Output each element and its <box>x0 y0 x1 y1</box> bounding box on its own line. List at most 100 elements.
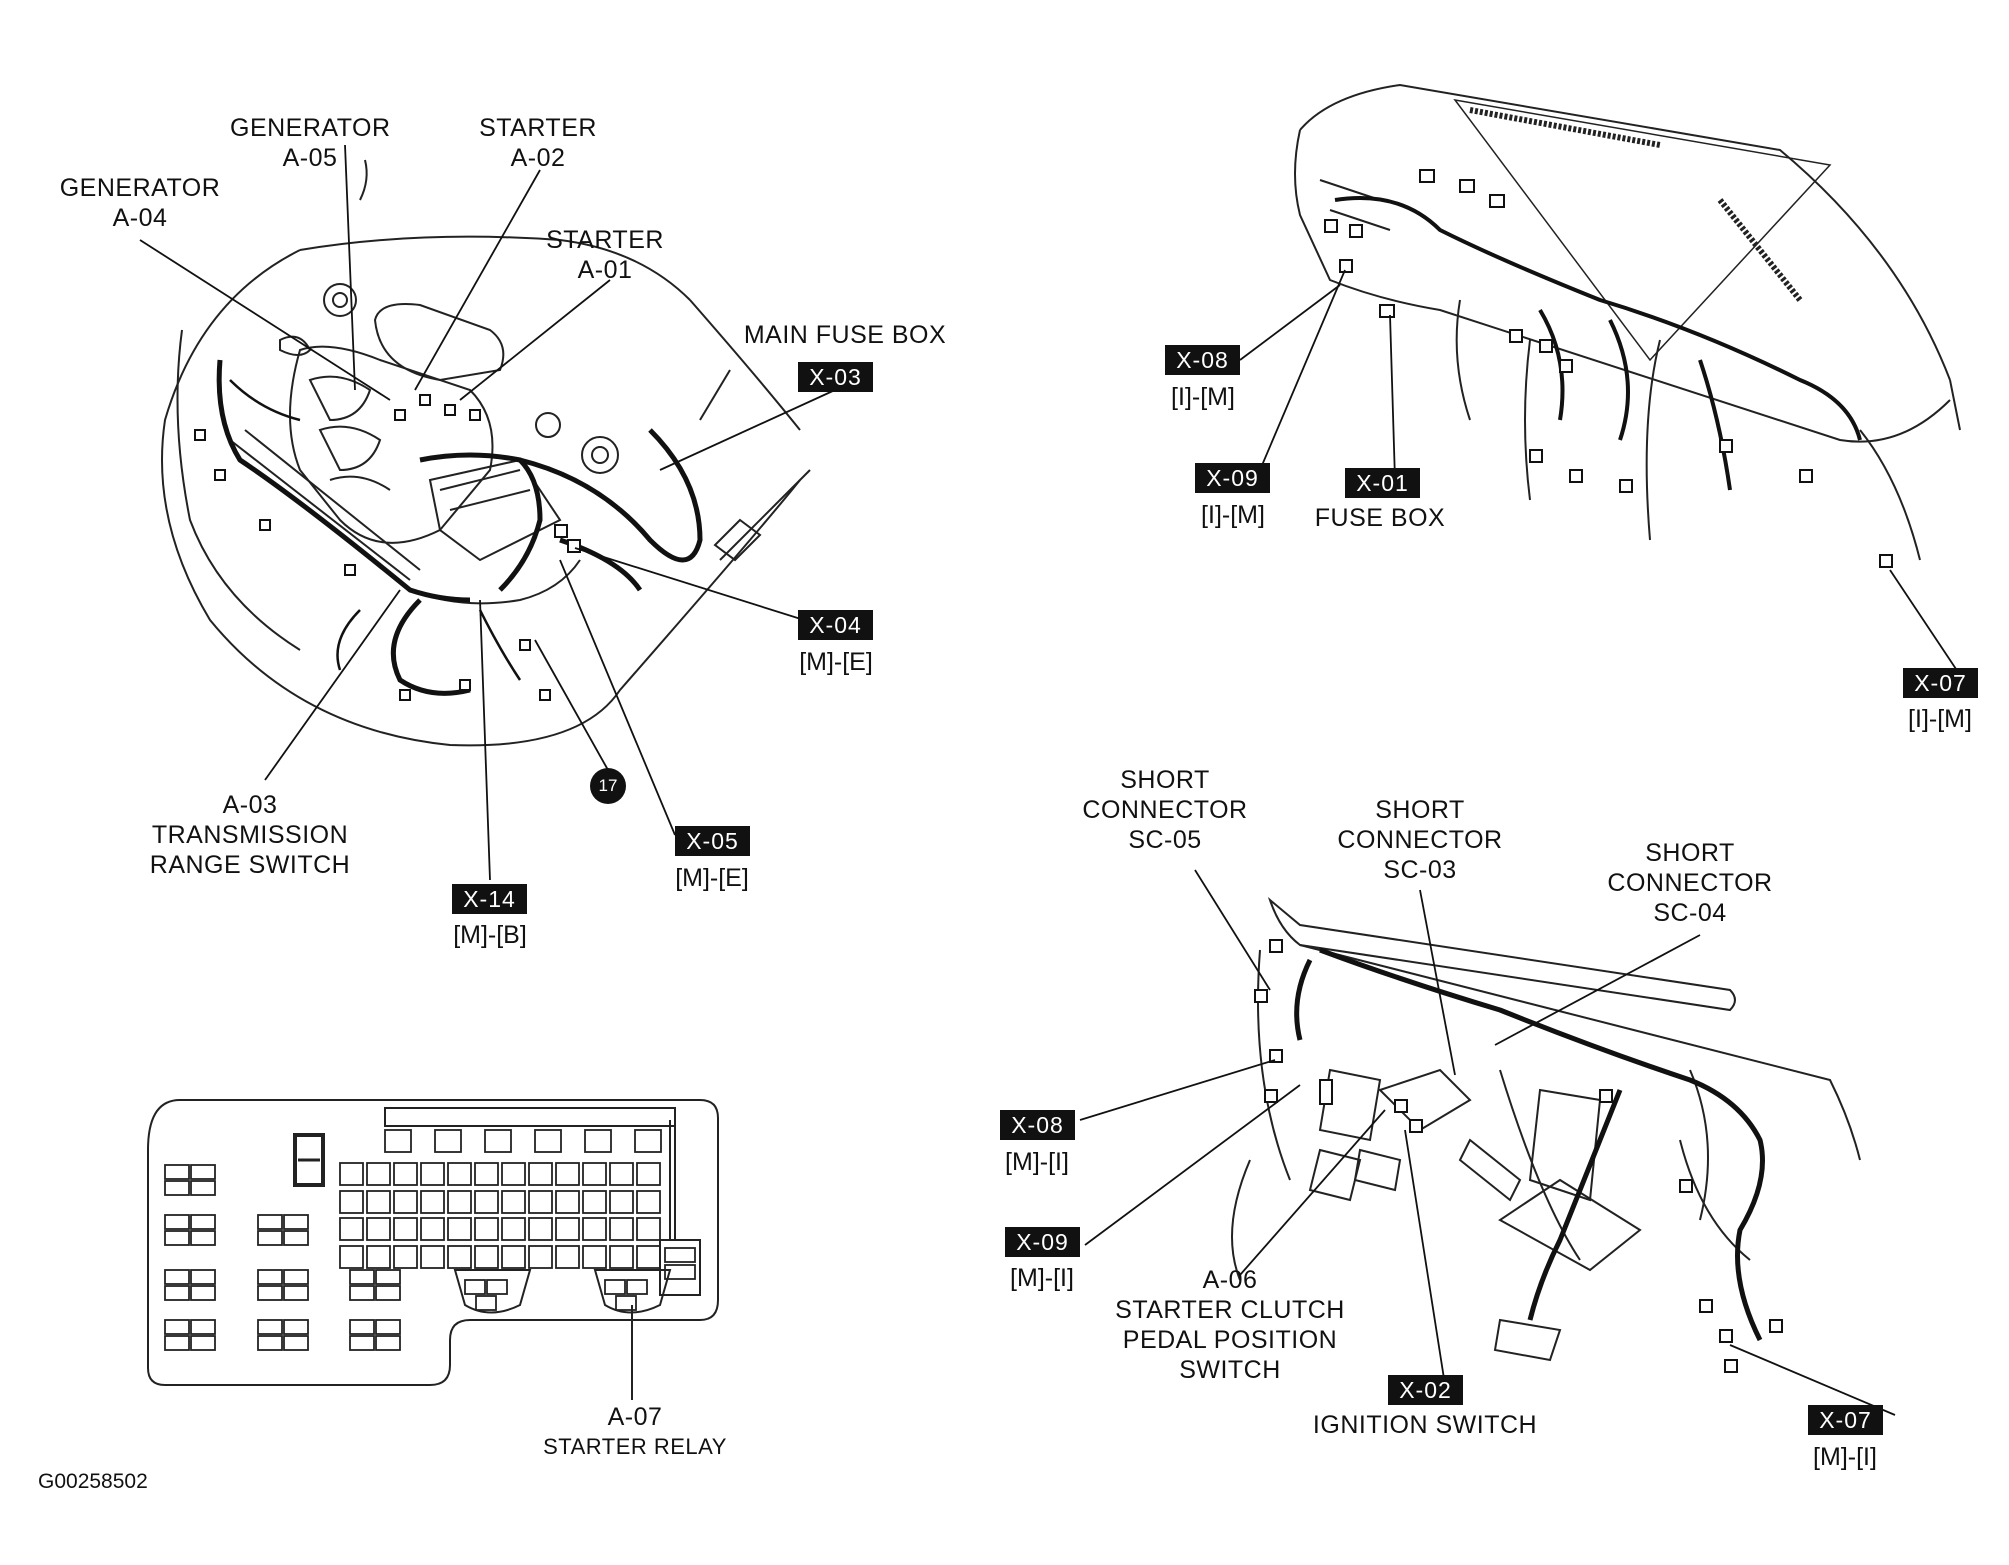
short-sc03-line2: CONNECTOR <box>1337 826 1503 854</box>
a03-line2: RANGE SWITCH <box>149 851 351 879</box>
x02-code: X-02 <box>1388 1375 1463 1405</box>
fuse-cell <box>447 1190 472 1214</box>
fuse-cell <box>190 1164 216 1180</box>
short-sc05-line1: SHORT <box>1120 766 1210 794</box>
x03-code: X-03 <box>798 362 873 392</box>
fuse-cell <box>636 1245 661 1269</box>
ignition-switch-label: IGNITION SWITCH <box>1312 1411 1538 1439</box>
fuse-cell <box>582 1245 607 1269</box>
fuse-cell <box>555 1190 580 1214</box>
fuse-cell <box>609 1190 634 1214</box>
fuse-cell <box>164 1335 190 1351</box>
x01-code: X-01 <box>1345 468 1420 498</box>
fuse-cell <box>375 1269 401 1285</box>
starter-a02-label: STARTER A-02 <box>463 113 613 173</box>
fuse-cell <box>626 1279 648 1295</box>
fuse-cell <box>420 1217 445 1241</box>
a06-code: A-06 <box>1202 1266 1258 1294</box>
fuse-cell <box>528 1217 553 1241</box>
fuse-cell <box>375 1335 401 1351</box>
fuse-cell <box>375 1319 401 1335</box>
x08-top-code: X-08 <box>1165 345 1240 375</box>
fuse-cell <box>349 1319 375 1335</box>
fuse-cell <box>609 1217 634 1241</box>
fuse-cell <box>474 1217 499 1241</box>
generator-a04-label: GENERATOR A-04 <box>45 173 235 233</box>
fuse-cell <box>257 1214 283 1230</box>
a06-label: A-06 STARTER CLUTCH PEDAL POSITION SWITC… <box>1085 1265 1375 1385</box>
short-sc05-label: SHORT CONNECTOR SC-05 <box>1065 765 1265 855</box>
a06-line3: SWITCH <box>1179 1356 1281 1384</box>
fuse-cell <box>283 1214 309 1230</box>
fuse-cell <box>420 1245 445 1269</box>
fuse-cell <box>447 1162 472 1186</box>
fuse-cell <box>484 1129 512 1153</box>
fuse-cell <box>366 1190 391 1214</box>
starter-a01-code: A-01 <box>577 256 633 284</box>
fuse-cell <box>528 1190 553 1214</box>
x08-top-sub: [I]-[M] <box>1171 383 1235 411</box>
a07-label: A-07 STARTER RELAY <box>520 1402 750 1462</box>
a06-line1: STARTER CLUTCH <box>1115 1296 1345 1324</box>
x09-bot-code: X-09 <box>1005 1227 1080 1257</box>
fuse-cell <box>486 1279 508 1295</box>
x09-bot-sub: [M]-[I] <box>1010 1264 1074 1292</box>
generator-a05-title: GENERATOR <box>230 114 391 142</box>
fuse-cell <box>501 1190 526 1214</box>
starter-a01-title: STARTER <box>546 226 664 254</box>
fuse-cell <box>349 1269 375 1285</box>
fuse-cell <box>604 1279 626 1295</box>
fuse-cell <box>190 1230 216 1246</box>
x05-code: X-05 <box>675 826 750 856</box>
fuse-cell <box>555 1245 580 1269</box>
fuse-cell <box>349 1285 375 1301</box>
fuse-box-label: FUSE BOX <box>1314 504 1446 532</box>
fuse-cell <box>475 1295 497 1311</box>
fuse-cell <box>634 1129 662 1153</box>
fuse-cell <box>349 1335 375 1351</box>
fuse-cell <box>164 1180 190 1196</box>
a06-line2: PEDAL POSITION <box>1122 1326 1338 1354</box>
fuse-cell <box>636 1217 661 1241</box>
fuse-cell <box>366 1162 391 1186</box>
x04-sub: [M]-[E] <box>799 648 873 676</box>
short-sc03-line1: SHORT <box>1375 796 1465 824</box>
short-sc04-line1: SHORT <box>1645 839 1735 867</box>
generator-a04-title: GENERATOR <box>59 174 221 202</box>
fuse-cell <box>615 1295 637 1311</box>
fuse-cell <box>393 1190 418 1214</box>
fuse-cell <box>283 1230 309 1246</box>
fuse-cell <box>339 1217 364 1241</box>
fuse-cell <box>283 1335 309 1351</box>
fuse-cell <box>474 1245 499 1269</box>
fuse-cell <box>528 1162 553 1186</box>
fuse-cell <box>375 1285 401 1301</box>
short-sc04-code: SC-04 <box>1653 899 1727 927</box>
x07-top-code: X-07 <box>1903 668 1978 698</box>
fuse-cell <box>190 1319 216 1335</box>
fuse-cell <box>420 1162 445 1186</box>
fuse-cell <box>447 1245 472 1269</box>
fuse-cell <box>283 1285 309 1301</box>
fuse-cell <box>393 1162 418 1186</box>
fuse-cell <box>474 1162 499 1186</box>
starter-a02-title: STARTER <box>479 114 597 142</box>
fuse-cell <box>164 1269 190 1285</box>
x05-sub: [M]-[E] <box>675 864 749 892</box>
fuse-cell <box>501 1217 526 1241</box>
x08-bot-sub: [M]-[I] <box>1005 1148 1069 1176</box>
generator-a04-code: A-04 <box>112 204 168 232</box>
fuse-cell <box>664 1247 696 1263</box>
short-sc04-label: SHORT CONNECTOR SC-04 <box>1590 838 1790 928</box>
fuse-cell <box>393 1217 418 1241</box>
fuse-cell <box>501 1162 526 1186</box>
fuse-cell <box>257 1335 283 1351</box>
fuse-cell <box>164 1164 190 1180</box>
fuse-cell <box>555 1162 580 1186</box>
fuse-cell <box>664 1264 696 1280</box>
x08-bot-code: X-08 <box>1000 1110 1075 1140</box>
fuse-cell <box>257 1269 283 1285</box>
a03-line1: TRANSMISSION <box>151 821 349 849</box>
fuse-cell <box>257 1319 283 1335</box>
